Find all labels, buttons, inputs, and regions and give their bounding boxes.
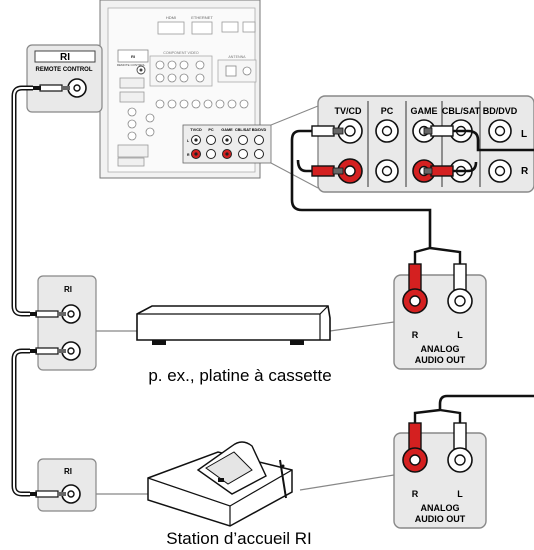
input-label-bddvd: BD/DVD <box>483 106 518 116</box>
component-label: COMPONENT VIDEO <box>163 51 199 55</box>
remote-control-label: REMOTE CONTROL <box>36 67 93 73</box>
small-right-label: R <box>187 153 190 157</box>
receiver-small-remote-label: REMOTE CONTROL <box>117 63 146 67</box>
device2-analog-out: R L ANALOG AUDIO OUT <box>393 394 534 529</box>
rca-plug-white-icon <box>453 263 467 291</box>
mini-plug-icon <box>35 310 59 318</box>
small-input-label: TV/CD <box>190 128 202 132</box>
input-panel: TV/CD PC GAME CBL/SAT BD/DVD L R <box>311 95 534 193</box>
device2-out-r-label: R <box>412 489 419 499</box>
input-label-tvcd: TV/CD <box>335 106 363 116</box>
device2-ri-logo: RI <box>64 467 72 476</box>
ri-logo: RI <box>60 52 70 63</box>
input-label-pc: PC <box>381 106 394 116</box>
input-left-label: L <box>521 129 527 140</box>
small-input-label: BD/DVD <box>252 128 267 132</box>
device2-out-label-1: ANALOG <box>421 503 460 513</box>
receiver-ri-remote-box: RI REMOTE CONTROL <box>26 44 103 113</box>
input-label-game: GAME <box>411 106 438 116</box>
receiver-small-input-labels: TV/CD PC GAME CBL/SAT BD/DVD <box>190 128 266 132</box>
rca-plug-red-icon <box>408 422 422 450</box>
input-right-label: R <box>521 166 529 177</box>
ri-dock-icon <box>96 441 395 527</box>
small-left-label: L <box>187 139 190 143</box>
ri-cables <box>11 85 33 497</box>
hdmi-label: HDMI <box>166 15 176 20</box>
small-input-label: GAME <box>221 128 233 132</box>
device1-ri-box: RI <box>28 275 97 371</box>
device2-caption: Station d’accueil RI <box>166 529 312 548</box>
device1-out-r-label: R <box>412 330 419 340</box>
device1-out-l-label: L <box>457 330 463 340</box>
device2-ri-box: RI <box>28 458 97 512</box>
small-input-label: PC <box>208 128 214 132</box>
device2-out-label-2: AUDIO OUT <box>415 514 466 524</box>
cassette-deck-icon <box>96 305 395 345</box>
device1-caption: p. ex., platine à cassette <box>148 366 331 385</box>
mini-plug-icon <box>35 347 59 355</box>
small-input-label: CBL/SAT <box>235 128 252 132</box>
receiver-small-ri-logo: RI <box>131 54 135 59</box>
rca-plug-white-icon <box>453 422 467 450</box>
rca-plug-red-icon <box>408 263 422 291</box>
device1-out-label-1: ANALOG <box>421 344 460 354</box>
device2-out-l-label: L <box>457 489 463 499</box>
audio-cables <box>290 129 534 248</box>
device1-out-label-2: AUDIO OUT <box>415 355 466 365</box>
mini-plug-icon <box>39 84 63 92</box>
input-label-cblsat: CBL/SAT <box>442 106 481 116</box>
device1-analog-out: R L ANALOG AUDIO OUT <box>393 246 487 370</box>
antenna-label: ANTENNA <box>228 55 246 59</box>
ethernet-label: ETHERNET <box>191 15 213 20</box>
device1-ri-logo: RI <box>64 285 72 294</box>
receiver-rear-panel: HDMI ETHERNET COMPONENT VIDEO ANTENNA RI… <box>99 0 319 189</box>
mini-plug-icon <box>35 490 59 498</box>
